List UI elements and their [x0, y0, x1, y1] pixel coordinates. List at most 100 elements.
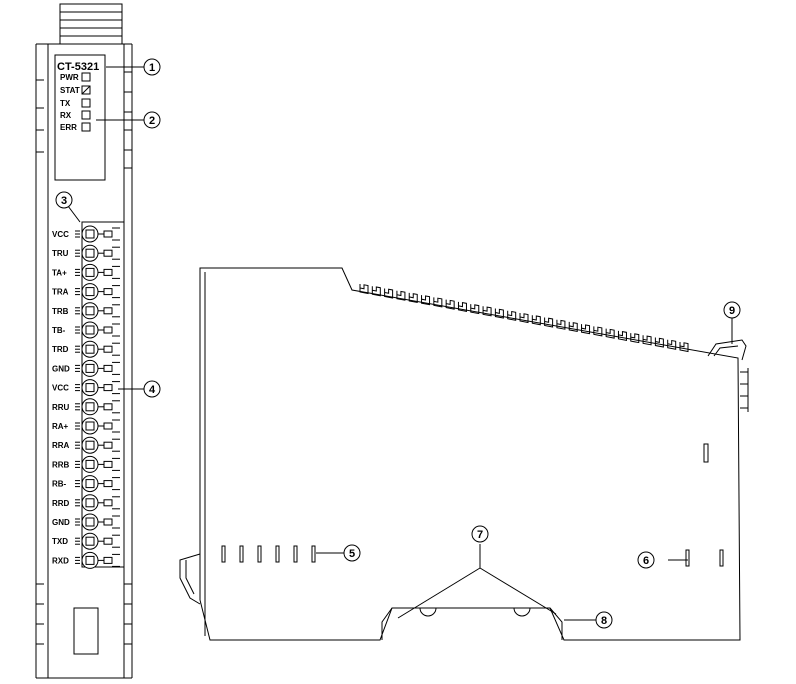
terminal-row: TRU	[52, 244, 120, 262]
terminal-label: GND	[52, 518, 70, 527]
terminal-label: RA+	[52, 422, 69, 431]
terminal-row: VCC	[52, 225, 120, 243]
wire-entry	[103, 307, 113, 315]
terminal-screw	[81, 551, 99, 569]
callout: 2	[143, 111, 161, 129]
terminal-row: RRB	[52, 455, 120, 473]
callout: 6	[637, 551, 655, 569]
callouts-side	[316, 318, 733, 621]
rail-notch-1	[419, 607, 437, 617]
terminal-block: VCC TRU TA+ TRA TRB TB- TRD GND VCC RRU RA+ RRA RRB R…	[52, 225, 120, 569]
terminal-row: RA+	[52, 417, 120, 435]
terminal-label: VCC	[52, 230, 69, 239]
terminal-screw	[81, 321, 99, 339]
terminal-screw	[81, 436, 99, 454]
terminal-row: TA+	[52, 263, 120, 281]
right-grip-notches	[124, 71, 132, 645]
rib	[556, 319, 566, 330]
callout: 4	[143, 380, 161, 398]
terminal-screw	[81, 340, 99, 358]
slot-6	[685, 549, 690, 567]
wire-entry	[103, 537, 113, 545]
callout: 8	[595, 611, 613, 629]
callout-number: 6	[643, 555, 649, 567]
terminal-screw	[81, 398, 99, 416]
rib	[494, 308, 504, 319]
rib	[408, 292, 418, 304]
terminal-row: RRU	[52, 398, 120, 416]
terminal-screw	[81, 244, 99, 262]
wire-entry	[103, 326, 113, 334]
terminal-screw	[81, 302, 99, 320]
cooling-ribs	[359, 284, 689, 353]
led-tx	[81, 98, 91, 108]
terminal-label: RRD	[52, 499, 70, 508]
rib	[433, 297, 443, 308]
terminal-label: TXD	[52, 537, 68, 546]
led-labels: PWR STAT TX RX ERR	[60, 73, 80, 132]
terminal-row: RRA	[52, 436, 120, 454]
terminal-row: TXD	[52, 532, 120, 550]
terminal-row: VCC	[52, 379, 120, 397]
rib	[679, 342, 689, 353]
terminal-label: TRB	[52, 307, 69, 316]
terminal-row: GND	[52, 513, 120, 531]
rib	[581, 324, 591, 335]
callout-number: 8	[601, 615, 607, 627]
wire-entry	[103, 345, 113, 353]
led-rx	[81, 110, 91, 120]
terminal-screw	[81, 455, 99, 473]
latch-hook	[707, 339, 747, 361]
terminal-label: RRU	[52, 403, 70, 412]
rib	[507, 310, 517, 321]
terminal-label: VCC	[52, 384, 69, 393]
rib	[568, 321, 578, 333]
callout-number: 5	[349, 548, 355, 560]
rib	[531, 315, 541, 326]
terminal-label: TRU	[52, 249, 69, 258]
terminal-label: GND	[52, 364, 70, 373]
terminal-screw	[81, 532, 99, 550]
callout: 3	[55, 191, 73, 209]
wire-entry	[103, 384, 113, 392]
terminal-label: TB-	[52, 326, 66, 335]
wire-entry	[103, 460, 113, 468]
terminal-screw	[81, 513, 99, 531]
led-label-err: ERR	[60, 123, 77, 132]
terminal-label: TA+	[52, 268, 67, 277]
terminal-screw	[81, 494, 99, 512]
vent-slots-left	[221, 545, 316, 563]
led-label-pwr: PWR	[60, 73, 79, 82]
terminal-label: RB-	[52, 480, 67, 489]
rib	[519, 313, 529, 324]
front-view: CT-5321 PWR STAT TX RX ERR VCC TRU TA+ TRA T…	[35, 3, 133, 679]
callout: 5	[343, 544, 361, 562]
right-edge-serration	[740, 368, 749, 412]
terminal-block-frame	[81, 221, 125, 568]
terminal-row: TRB	[52, 302, 120, 320]
terminal-label: TRD	[52, 345, 69, 354]
wire-entry	[103, 403, 113, 411]
wire-entry	[103, 518, 113, 526]
bottom-label-box	[73, 607, 99, 655]
rib	[593, 326, 603, 337]
rib	[654, 337, 664, 348]
rib	[470, 304, 480, 315]
callout-number: 1	[149, 62, 155, 74]
wire-entry	[103, 230, 113, 238]
terminal-label: TRA	[52, 288, 69, 297]
rib	[457, 301, 467, 312]
model-label: CT-5321	[57, 61, 99, 73]
wire-entry	[103, 499, 113, 507]
wire-entry	[103, 422, 113, 430]
terminal-row: TB-	[52, 321, 120, 339]
rib	[630, 333, 640, 344]
rib	[544, 317, 554, 328]
led-label-rx: RX	[60, 111, 72, 120]
terminal-label: RRB	[52, 460, 70, 469]
slot-upper	[703, 443, 709, 463]
callout: 1	[143, 58, 161, 76]
callout-number: 9	[729, 305, 735, 317]
